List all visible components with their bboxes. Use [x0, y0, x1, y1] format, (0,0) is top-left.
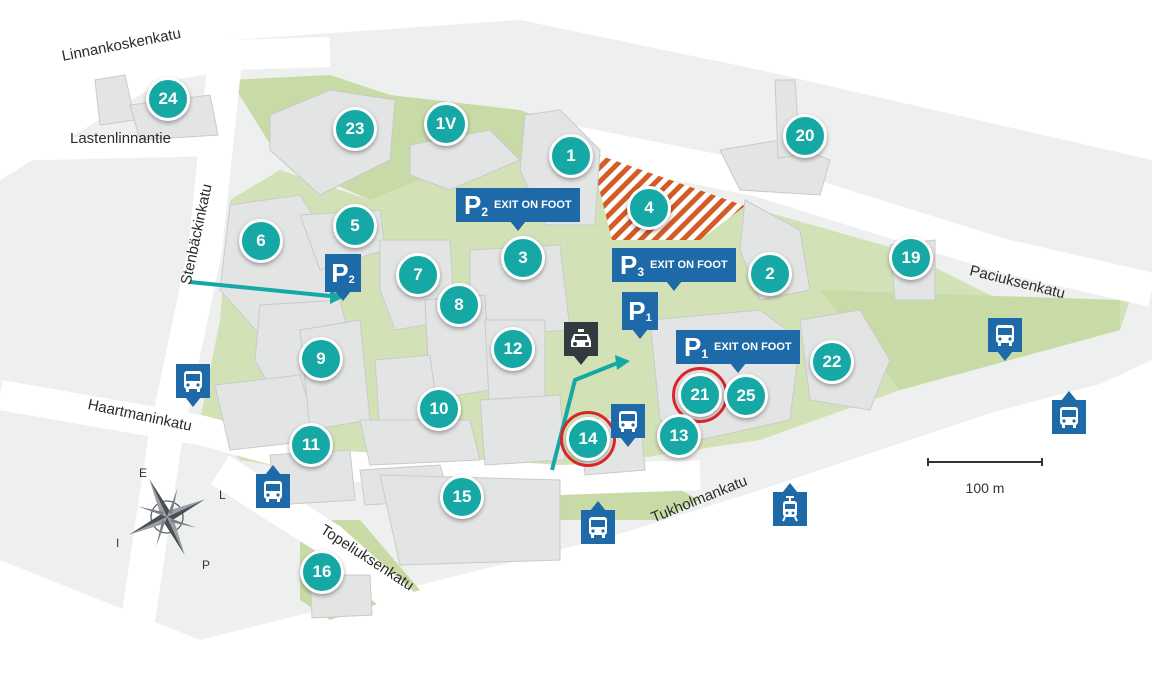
bus-icon	[996, 325, 1014, 346]
building-marker-3[interactable]: 3	[501, 236, 545, 280]
exit-on-foot-label: EXIT ON FOOT	[714, 341, 792, 353]
building-marker-5[interactable]: 5	[333, 204, 377, 248]
compass-letter-e: E	[139, 466, 148, 480]
tram-icon	[782, 496, 798, 522]
bus-icon	[619, 411, 637, 432]
road-lastenlinnantie	[0, 134, 221, 161]
bus-icon	[264, 481, 282, 502]
bus-stop-marker[interactable]	[611, 404, 645, 447]
bus-stop-marker[interactable]	[581, 501, 615, 544]
compass-rose-icon	[128, 478, 206, 556]
parking-p3-exit-on-foot[interactable]: P 3 EXIT ON FOOT	[612, 248, 736, 291]
taxi-icon	[571, 329, 591, 347]
building-marker-10[interactable]: 10	[417, 387, 461, 431]
bus-icon	[184, 371, 202, 392]
parking-p-letter: P	[464, 189, 482, 220]
building-marker-21[interactable]: 21	[672, 367, 728, 423]
building-marker-22[interactable]: 22	[810, 340, 854, 384]
road-paciuksenkatu	[556, 123, 1152, 307]
parking-p1[interactable]: P 1	[622, 292, 658, 339]
bus-stop-marker[interactable]	[176, 364, 210, 407]
parking-number: 1	[645, 312, 652, 324]
bus-icon	[589, 517, 607, 538]
building-marker-9[interactable]: 9	[299, 337, 343, 381]
road-tukholmankatu	[414, 371, 1152, 629]
building-marker-8[interactable]: 8	[437, 283, 481, 327]
road-linnankoskenkatu	[0, 37, 331, 110]
tram-stop-marker[interactable]	[773, 483, 807, 526]
building-marker-24[interactable]: 24	[146, 77, 190, 121]
bus-stop-marker[interactable]	[256, 465, 290, 508]
compass-letter-p: P	[202, 558, 211, 572]
parking-p-letter: P	[620, 249, 638, 280]
bus-stop-marker[interactable]	[1052, 391, 1086, 434]
parking-p-letter: P	[628, 295, 646, 326]
building-marker-1v[interactable]: 1V	[424, 102, 468, 146]
building-marker-19[interactable]: 19	[889, 236, 933, 280]
scale-bar: 100 m	[927, 458, 1043, 496]
building-marker-25[interactable]: 25	[724, 374, 768, 418]
building-marker-14[interactable]: 14	[560, 411, 616, 467]
parking-number: 2	[348, 274, 355, 286]
building-marker-1[interactable]: 1	[549, 134, 593, 178]
green-area-east	[820, 290, 1120, 390]
building-marker-7[interactable]: 7	[396, 253, 440, 297]
taxi-stand-marker[interactable]	[564, 322, 598, 365]
parking-p2-exit-on-foot[interactable]: P 2 EXIT ON FOOT	[456, 188, 580, 231]
building-marker-23[interactable]: 23	[333, 107, 377, 151]
parking-p-letter: P	[684, 331, 702, 362]
route-arrow-taxi	[550, 360, 621, 471]
parking-p-letter: P	[331, 257, 349, 288]
parking-p1-exit-on-foot[interactable]: P 1 EXIT ON FOOT	[676, 330, 800, 373]
route-arrow-stenback	[189, 280, 331, 298]
street-label-lastenlinnantie: Lastenlinnantie	[70, 130, 171, 147]
building-marker-16[interactable]: 16	[300, 550, 344, 594]
bus-icon	[1060, 407, 1078, 428]
parking-number: 2	[481, 205, 489, 219]
building-marker-11[interactable]: 11	[289, 423, 333, 467]
building-marker-6[interactable]: 6	[239, 219, 283, 263]
compass-letter-i: I	[116, 536, 120, 550]
parking-p2[interactable]: P 2	[325, 254, 361, 301]
building-marker-4[interactable]: 4	[627, 186, 671, 230]
scale-bar-line	[927, 458, 1043, 466]
parking-number: 1	[701, 347, 709, 361]
bus-stop-marker[interactable]	[988, 318, 1022, 361]
building-marker-2[interactable]: 2	[748, 252, 792, 296]
scale-label: 100 m	[965, 480, 1005, 496]
exit-on-foot-label: EXIT ON FOOT	[650, 259, 728, 271]
building-marker-20[interactable]: 20	[783, 114, 827, 158]
building-marker-13[interactable]: 13	[657, 414, 701, 458]
compass-rose: E L I P	[112, 462, 226, 572]
building-marker-12[interactable]: 12	[491, 327, 535, 371]
parking-number: 3	[637, 265, 645, 279]
exit-on-foot-label: EXIT ON FOOT	[494, 199, 572, 211]
compass-letter-l: L	[219, 488, 226, 502]
building-marker-15[interactable]: 15	[440, 475, 484, 519]
